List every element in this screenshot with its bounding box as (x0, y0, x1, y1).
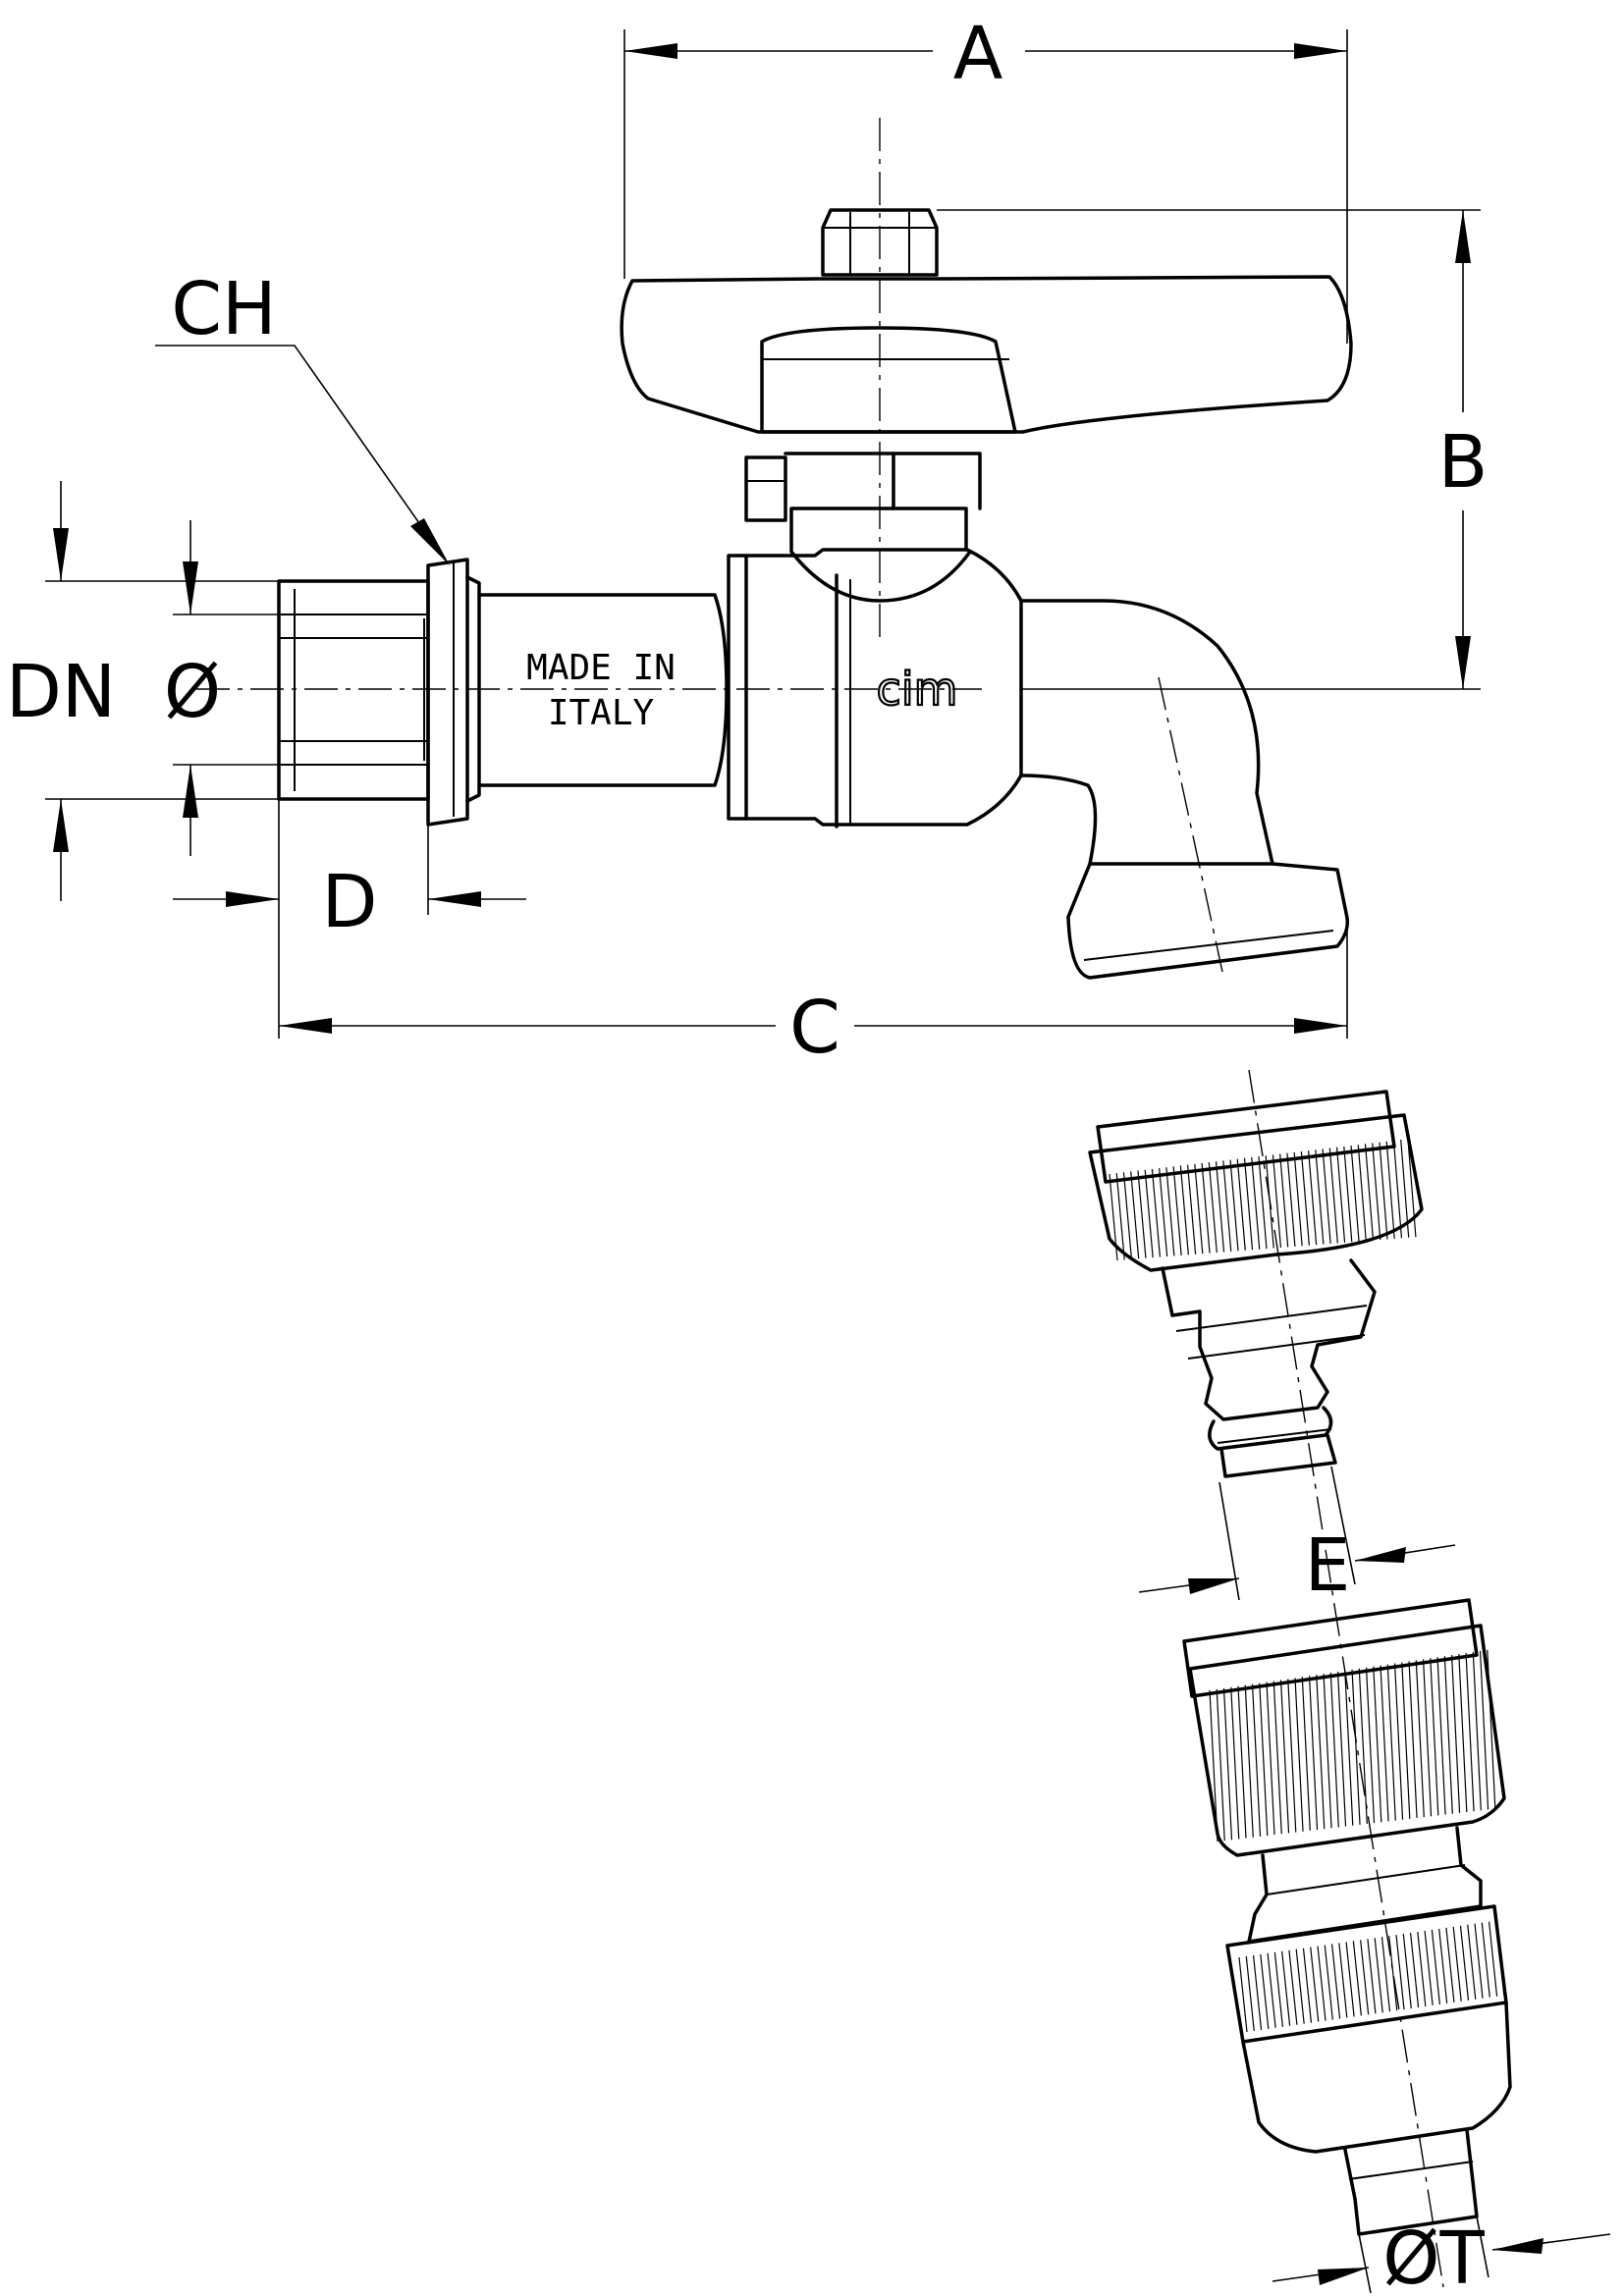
stem-bonnet (744, 452, 982, 552)
marking-made-in: MADE IN (526, 648, 676, 688)
top-screw (821, 208, 939, 277)
dimension-e: E (1138, 1466, 1456, 1608)
label-dn: DN (6, 650, 116, 734)
label-b: B (1438, 420, 1489, 505)
label-c: C (789, 986, 840, 1070)
dimension-d: D (173, 825, 526, 944)
label-d: D (322, 860, 378, 944)
dimension-t: ØT (1272, 2216, 1611, 2296)
dimension-a: A (623, 12, 1348, 344)
butterfly-handle (620, 275, 1353, 434)
valve-neck (477, 593, 729, 787)
dimension-b: B (937, 209, 1489, 690)
label-a: A (953, 12, 1003, 96)
valve-body: MADE IN ITALY cim (277, 208, 1353, 980)
brand-logo: cim (877, 663, 958, 716)
knurl-lower (1238, 1920, 1505, 2033)
knurl-upper (1109, 1139, 1417, 1261)
label-t: ØT (1382, 2216, 1485, 2296)
knurl-middle (1209, 1649, 1496, 1842)
hex-nut (426, 558, 481, 827)
marking-italy: ITALY (548, 693, 655, 733)
dimension-diameter: Ø (164, 520, 428, 856)
adapter-connector (1088, 1090, 1424, 1478)
label-diameter: Ø (164, 650, 221, 734)
dimension-dn: DN (6, 481, 428, 901)
hose-coupling (1182, 1598, 1512, 2236)
label-ch: CH (171, 267, 276, 351)
main-body (727, 548, 1023, 828)
spout (1019, 599, 1350, 980)
dimension-ch: CH (155, 267, 450, 565)
dimension-c: C (278, 799, 1348, 1070)
centerlines (196, 118, 1444, 2288)
label-e: E (1305, 1523, 1351, 1608)
